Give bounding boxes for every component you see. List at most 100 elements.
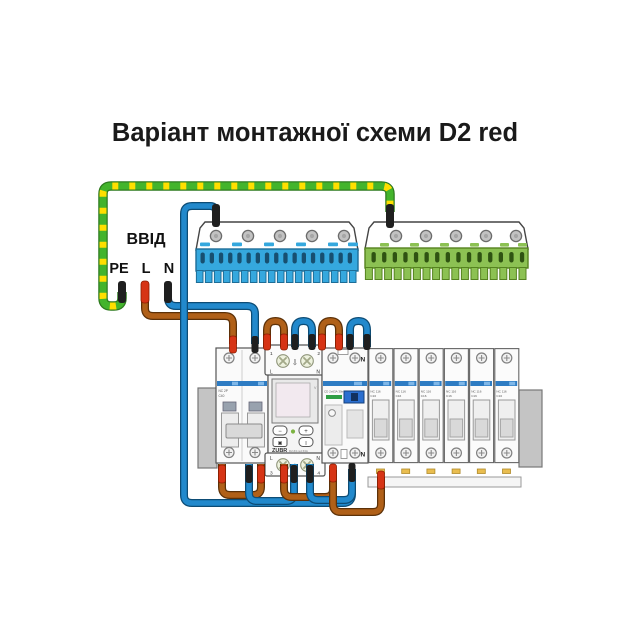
stripe-mark xyxy=(354,381,362,386)
bus-hole xyxy=(477,252,482,263)
bus-hole xyxy=(292,252,297,264)
bus-hole xyxy=(456,252,461,263)
bus-tooth xyxy=(348,270,357,283)
main-breaker-rating: C40 xyxy=(219,394,225,398)
rcd-bottom-window xyxy=(340,449,348,459)
relay-minus-button xyxy=(272,425,288,436)
bus-tooth xyxy=(384,267,393,280)
bus-hole xyxy=(509,252,514,263)
toggle-bridge-handle xyxy=(225,423,263,439)
bus-tooth xyxy=(240,270,249,283)
relay-led xyxy=(290,429,296,434)
earth-bus-ferrule xyxy=(386,204,394,228)
bus-hole xyxy=(283,252,288,264)
neutral-label: N xyxy=(164,261,174,277)
bus-screw xyxy=(479,229,493,243)
comb-busbar xyxy=(367,476,522,488)
relay-minus-glyph: − xyxy=(278,429,282,435)
neutral-bus xyxy=(195,221,359,283)
wire-ferrules xyxy=(118,204,394,490)
bus-hole xyxy=(237,252,242,264)
ferrule-black xyxy=(308,334,316,350)
rcd-top-window xyxy=(337,349,349,355)
wire-live-input xyxy=(141,298,237,344)
bus-hole xyxy=(347,252,352,264)
bus-hole xyxy=(218,252,224,264)
ferrule-red xyxy=(218,464,226,484)
bus-hole xyxy=(246,252,251,264)
bus-tooth xyxy=(231,270,240,283)
bus-tooth xyxy=(364,267,373,280)
bus-slot-mark xyxy=(296,242,306,247)
bus-tooth xyxy=(321,270,330,283)
wire-rcd-to-singles xyxy=(329,470,385,516)
page-title: Варіант монтажної схеми D2 red xyxy=(112,119,518,147)
live-input-ferrule xyxy=(140,280,150,304)
bus-slot-mark xyxy=(518,243,527,247)
ferrule-black xyxy=(346,334,354,350)
bus-hole xyxy=(392,252,397,263)
bus-screw xyxy=(449,229,463,243)
input-label: ВВІД xyxy=(127,231,167,248)
relay-power-glyph: I xyxy=(305,441,307,447)
bus-hole xyxy=(255,252,260,264)
bus-tooth xyxy=(422,267,431,280)
single-breaker-5 xyxy=(470,349,494,474)
relay-model: D2-63 red 63A xyxy=(289,449,308,453)
ferrule-red xyxy=(329,463,337,483)
earth-bus xyxy=(364,221,529,280)
wire-top-jumper-4 xyxy=(346,317,371,347)
rcd-toggle-center xyxy=(351,393,358,401)
bus-hole xyxy=(382,252,387,263)
bus-screw xyxy=(337,229,351,243)
live-label: L xyxy=(142,261,151,277)
bus-tooth xyxy=(222,270,231,283)
wire-top-jumper-1 xyxy=(263,317,288,347)
relay-terminal-3-label: 3 xyxy=(270,471,273,477)
bus-tooth xyxy=(518,267,527,280)
ferrule-red xyxy=(257,464,265,484)
bus-hole xyxy=(413,252,419,263)
bus-tooth xyxy=(276,270,285,283)
ferrule-red xyxy=(280,333,288,351)
bus-tooth xyxy=(258,270,267,283)
bus-hole xyxy=(424,252,429,263)
bus-screw xyxy=(209,229,223,243)
bus-tooth xyxy=(312,270,321,283)
relay-menu-glyph: ▣ xyxy=(278,441,283,447)
bus-hole xyxy=(301,252,306,264)
relay-top-l-label: L xyxy=(270,370,273,376)
bus-tooth xyxy=(441,267,450,280)
bus-tooth xyxy=(403,267,412,280)
bus-tooth xyxy=(195,270,204,283)
wire-bottom-jumper-1 xyxy=(218,464,265,499)
single-breaker-3 xyxy=(419,349,443,474)
bus-hole xyxy=(498,252,503,263)
bus-slot-mark xyxy=(410,243,419,247)
rcd-label: CD 2x63A 30mA xyxy=(324,390,346,394)
bus-hole xyxy=(371,252,376,263)
bus-tooth xyxy=(432,267,441,280)
bus-tooth xyxy=(480,267,489,280)
relay-top-n-label: N xyxy=(316,370,320,376)
bus-tooth xyxy=(339,270,348,283)
main-breaker: NC 2P C40 xyxy=(215,347,269,464)
ferrule-black xyxy=(363,334,371,350)
relay-plus-glyph: + xyxy=(304,429,308,435)
rcd-n-bottom-label: N xyxy=(361,452,366,459)
single-breakers-row xyxy=(369,349,519,474)
bus-tooth xyxy=(460,267,469,280)
bus-screw xyxy=(509,229,523,243)
din-rail-left xyxy=(197,387,218,469)
relay-brand: ZUBR xyxy=(272,448,287,454)
bus-slot-mark xyxy=(328,242,338,247)
bus-tooth xyxy=(499,267,508,280)
ferrule-red xyxy=(335,333,343,351)
stripe-mark xyxy=(258,381,264,386)
ferrule-red xyxy=(263,333,271,351)
ferrule-red xyxy=(229,335,237,354)
rcd-n-top-label: N xyxy=(361,357,366,364)
indicator-window xyxy=(222,401,237,412)
bus-hole xyxy=(329,252,334,264)
